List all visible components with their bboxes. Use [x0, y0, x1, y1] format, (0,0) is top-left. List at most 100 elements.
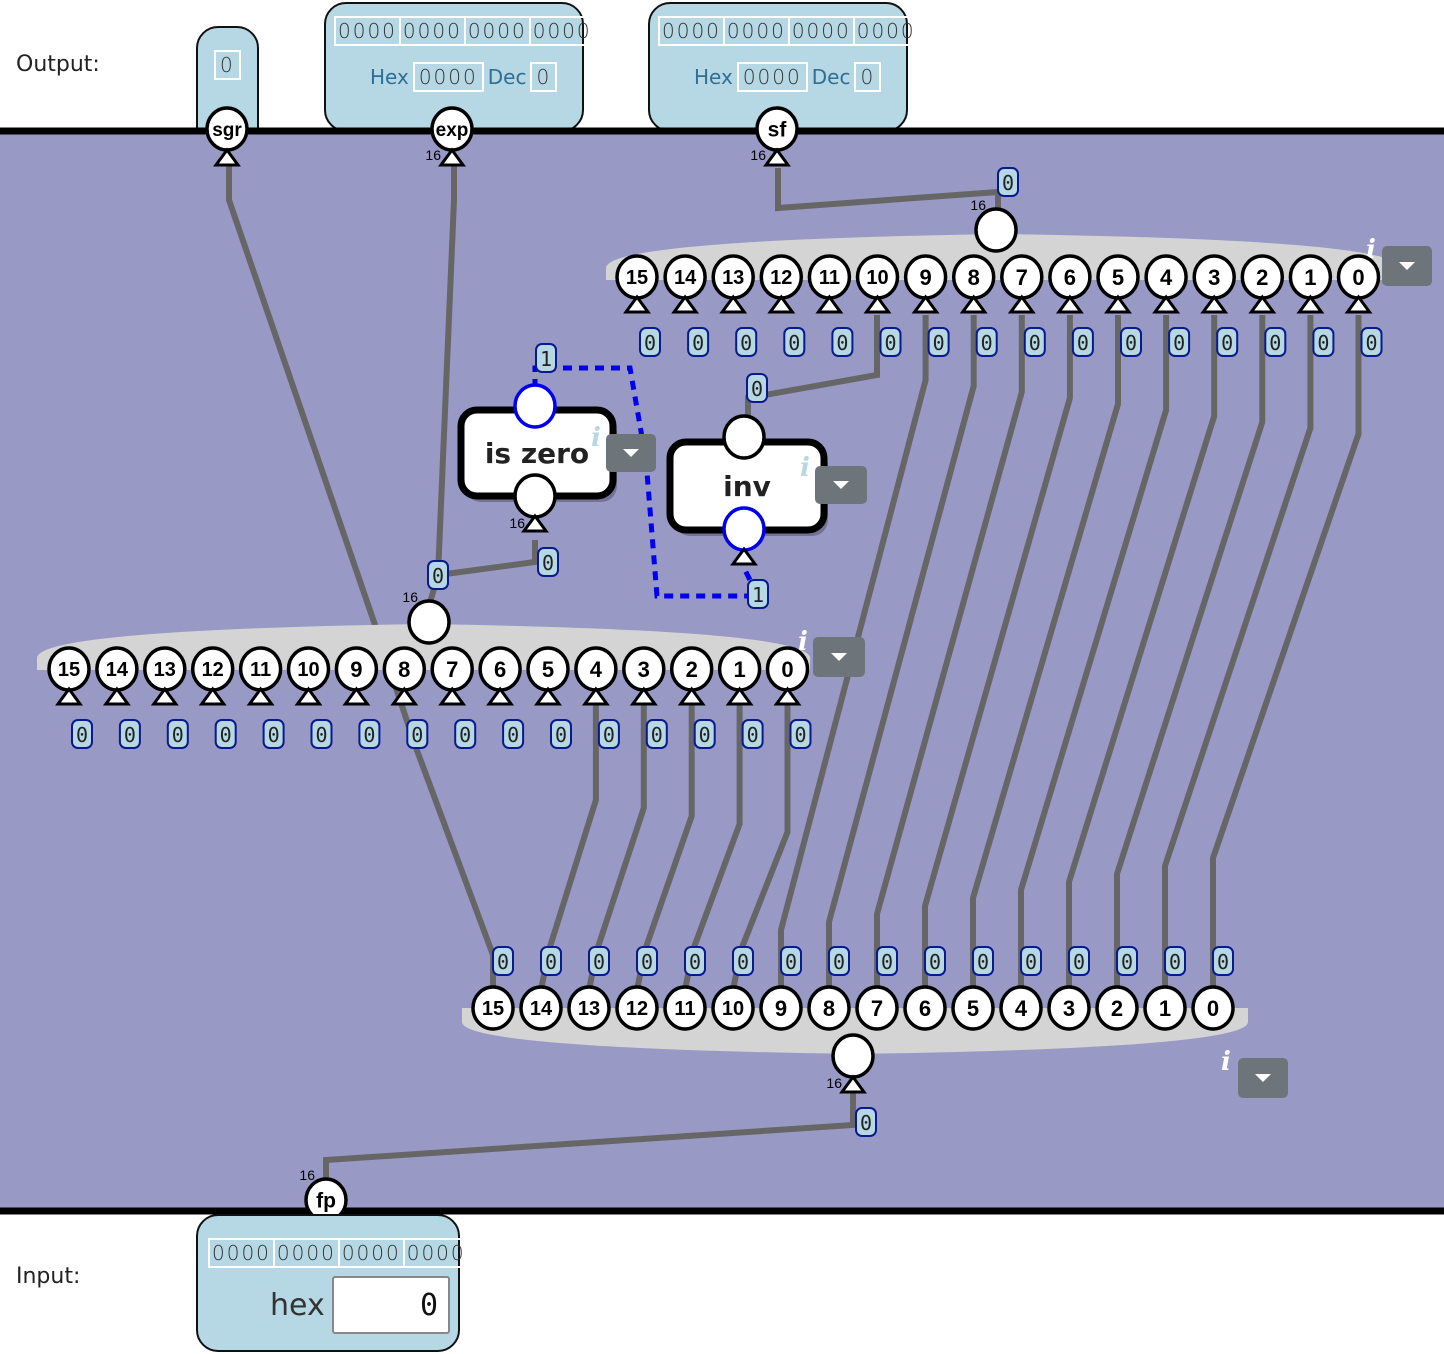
wire[interactable]	[1210, 315, 1362, 990]
splitter-bit-pin[interactable]: 12	[190, 646, 235, 692]
wire[interactable]	[1114, 315, 1266, 990]
info-icon[interactable]: i	[1366, 235, 1376, 265]
splitter-bit-pin[interactable]: 9	[759, 985, 803, 1031]
splitter-bit-pin[interactable]: 0	[765, 646, 810, 692]
splitter-bit-pin[interactable]: 1	[717, 646, 762, 692]
splitter-bit-pin-circle[interactable]	[759, 985, 803, 1031]
chevron-down-icon[interactable]	[831, 653, 847, 661]
splitter-bus-pin-circle[interactable]	[831, 1033, 875, 1079]
is-zero-output-pin[interactable]	[513, 473, 557, 519]
splitter-bit-pin-circle[interactable]	[471, 985, 515, 1031]
splitter-bit-pin[interactable]: 2	[1240, 254, 1285, 300]
splitter-bit-pin[interactable]: 4	[574, 646, 618, 692]
splitter-bit-pin-circle[interactable]	[855, 985, 899, 1031]
output-pin-sf[interactable]: sf	[755, 106, 799, 152]
splitter-bit-pin[interactable]: 12	[759, 254, 804, 300]
splitter-bit-pin[interactable]: 5	[526, 646, 570, 692]
splitter-bit-pin[interactable]: 2	[669, 646, 714, 692]
menu-button[interactable]	[813, 637, 865, 677]
splitter-bit-pin[interactable]: 5	[1096, 254, 1140, 300]
splitter-bit-pin[interactable]: 10	[711, 985, 755, 1031]
chevron-down-icon[interactable]	[623, 449, 639, 457]
splitter-bit-pin[interactable]: 14	[663, 254, 707, 300]
splitter-bit-pin[interactable]: 8	[951, 254, 996, 300]
splitter-bit-pin[interactable]: 4	[1144, 254, 1188, 300]
splitter-bit-pin-circle[interactable]	[663, 985, 707, 1031]
splitter-bit-pin[interactable]: 15	[47, 646, 91, 692]
splitter-bit-pin-circle[interactable]	[903, 985, 947, 1031]
splitter-bit-pin-circle[interactable]	[711, 985, 755, 1031]
chevron-down-icon[interactable]	[833, 481, 849, 489]
splitter-bus-pin-circle[interactable]	[974, 207, 1018, 253]
splitter-bit-pin[interactable]: 7	[430, 646, 474, 692]
hex-value-input[interactable]	[332, 1276, 450, 1334]
info-icon[interactable]: i	[1221, 1047, 1231, 1077]
wire[interactable]	[1162, 315, 1314, 990]
splitter-bit-pin[interactable]: 15	[615, 254, 659, 300]
output-pin-sgr[interactable]: sgr	[205, 106, 249, 152]
splitter-bit-pin-circle[interactable]	[1191, 985, 1235, 1031]
splitter-bit-pin-circle[interactable]	[1095, 985, 1139, 1031]
splitter-bit-pin[interactable]: 7	[1000, 254, 1044, 300]
splitter-bit-pin[interactable]: 3	[622, 646, 666, 692]
splitter-bit-pin[interactable]: 3	[1047, 985, 1091, 1031]
splitter-bit-pin-circle[interactable]	[1143, 985, 1187, 1031]
wire[interactable]	[775, 168, 1001, 212]
inv-output-pin-circle[interactable]	[722, 414, 766, 460]
wire[interactable]	[437, 540, 538, 578]
is-zero-input-pin-circle[interactable]	[513, 383, 557, 429]
splitter-bit-pin-circle[interactable]	[999, 985, 1043, 1031]
splitter-bit-pin[interactable]: 8	[382, 646, 427, 692]
wire[interactable]	[745, 315, 880, 420]
wire[interactable]	[970, 315, 1121, 990]
wire[interactable]	[1018, 315, 1170, 990]
splitter-bit-pin[interactable]: 7	[855, 985, 899, 1031]
inv-input-pin-circle[interactable]	[722, 506, 766, 552]
info-icon[interactable]: i	[591, 423, 601, 453]
splitter-bit-pin-circle[interactable]	[951, 985, 995, 1031]
wire[interactable]	[922, 315, 1073, 990]
splitter-bit-pin[interactable]: 10	[286, 646, 331, 692]
splitter-bit-pin[interactable]: 12	[615, 985, 659, 1031]
info-icon[interactable]: i	[800, 453, 810, 483]
splitter-bit-pin[interactable]: 6	[903, 985, 947, 1031]
menu-button[interactable]	[1382, 246, 1432, 286]
splitter-bit-pin[interactable]: 15	[471, 985, 515, 1031]
splitter-bit-pin-circle[interactable]	[519, 985, 563, 1031]
splitter-bit-pin[interactable]: 3	[1192, 254, 1236, 300]
splitter-bit-pin[interactable]: 11	[663, 985, 707, 1031]
menu-button[interactable]	[606, 434, 656, 472]
splitter-bit-pin[interactable]: 13	[143, 646, 187, 692]
splitter-bit-pin[interactable]: 10	[855, 254, 900, 300]
splitter-bit-pin[interactable]: 0	[1191, 985, 1235, 1031]
splitter-bit-pin-circle[interactable]	[1047, 985, 1091, 1031]
splitter-bit-pin[interactable]: 13	[711, 254, 755, 300]
splitter-bit-pin[interactable]: 2	[1095, 985, 1139, 1031]
wire[interactable]	[1066, 315, 1218, 990]
splitter-bit-pin[interactable]: 1	[1288, 254, 1333, 300]
splitter-bus-pin[interactable]	[974, 207, 1018, 253]
splitter-bit-pin[interactable]: 11	[807, 254, 852, 300]
splitter-bit-pin[interactable]: 14	[519, 985, 563, 1031]
splitter-bit-pin[interactable]: 13	[567, 985, 611, 1031]
splitter-bit-pin[interactable]: 1	[1143, 985, 1187, 1031]
chevron-down-icon[interactable]	[1255, 1074, 1271, 1082]
menu-button[interactable]	[815, 466, 867, 504]
is-zero-output-pin-circle[interactable]	[513, 473, 557, 519]
splitter-bit-pin[interactable]: 6	[1048, 254, 1092, 300]
splitter-bit-pin[interactable]: 9	[334, 646, 379, 692]
wire[interactable]	[323, 1090, 856, 1190]
splitter-bit-pin[interactable]: 8	[807, 985, 851, 1031]
info-icon[interactable]: i	[798, 627, 808, 657]
menu-button[interactable]	[1238, 1058, 1288, 1098]
splitter-bit-pin-circle[interactable]	[807, 985, 851, 1031]
splitter-bus-pin-circle[interactable]	[407, 599, 451, 645]
splitter-bus-pin[interactable]	[831, 1033, 875, 1079]
inv-input-pin[interactable]	[722, 506, 766, 552]
output-pin-exp[interactable]: exp	[430, 106, 474, 152]
splitter-bit-pin-circle[interactable]	[615, 985, 659, 1031]
wire[interactable]	[426, 165, 457, 607]
chevron-down-icon[interactable]	[1399, 262, 1415, 270]
splitter-bit-pin[interactable]: 14	[95, 646, 139, 692]
